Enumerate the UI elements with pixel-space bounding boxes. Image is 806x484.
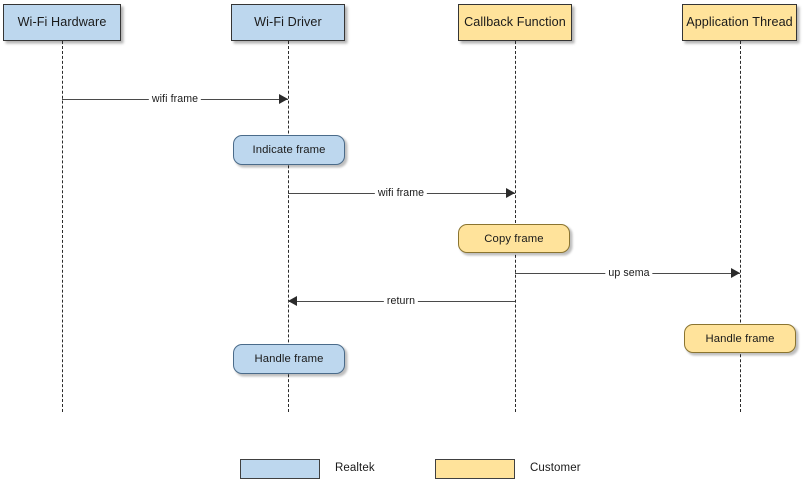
arrow-head-right-icon — [279, 94, 288, 104]
message-label-wifi-frame-2: wifi frame — [374, 187, 428, 199]
action-box-label: Handle frame — [254, 353, 324, 365]
action-box-copy-frame[interactable]: Copy frame — [458, 224, 570, 253]
action-box-label: Handle frame — [705, 332, 775, 345]
lifeline-header-wifi-hardware[interactable]: Wi-Fi Hardware — [3, 4, 121, 41]
lifeline-header-callback-function[interactable]: Callback Function — [458, 4, 572, 41]
lifeline-header-label: Wi-Fi Driver — [254, 15, 322, 30]
message-label-up-sema: up sema — [605, 267, 653, 279]
lifeline-header-label: Callback Function — [464, 15, 566, 30]
legend-swatch-customer — [435, 459, 515, 479]
legend-label-realtek: Realtek — [335, 462, 375, 474]
lifeline-application-thread — [740, 41, 741, 412]
lifeline-header-label: Wi-Fi Hardware — [17, 15, 107, 30]
message-label-return: return — [383, 295, 419, 307]
action-box-label: Copy frame — [484, 232, 544, 245]
arrow-head-left-icon — [288, 296, 297, 306]
arrow-head-right-icon — [731, 268, 740, 278]
action-box-handle-frame-app-thread[interactable]: Handle frame — [684, 324, 796, 353]
action-box-indicate-frame[interactable]: Indicate frame — [233, 135, 345, 165]
legend-label-customer: Customer — [530, 462, 581, 474]
action-box-label: Indicate frame — [252, 144, 326, 156]
action-box-handle-frame-driver[interactable]: Handle frame — [233, 344, 345, 374]
lifeline-wifi-driver — [288, 41, 289, 412]
legend-swatch-realtek — [240, 459, 320, 479]
lifeline-header-label: Application Thread — [686, 15, 793, 30]
message-label-wifi-frame-1: wifi frame — [148, 93, 202, 105]
lifeline-header-application-thread[interactable]: Application Thread — [682, 4, 797, 41]
lifeline-wifi-hardware — [62, 41, 63, 412]
lifeline-header-wifi-driver[interactable]: Wi-Fi Driver — [231, 4, 345, 41]
arrow-head-right-icon — [506, 188, 515, 198]
